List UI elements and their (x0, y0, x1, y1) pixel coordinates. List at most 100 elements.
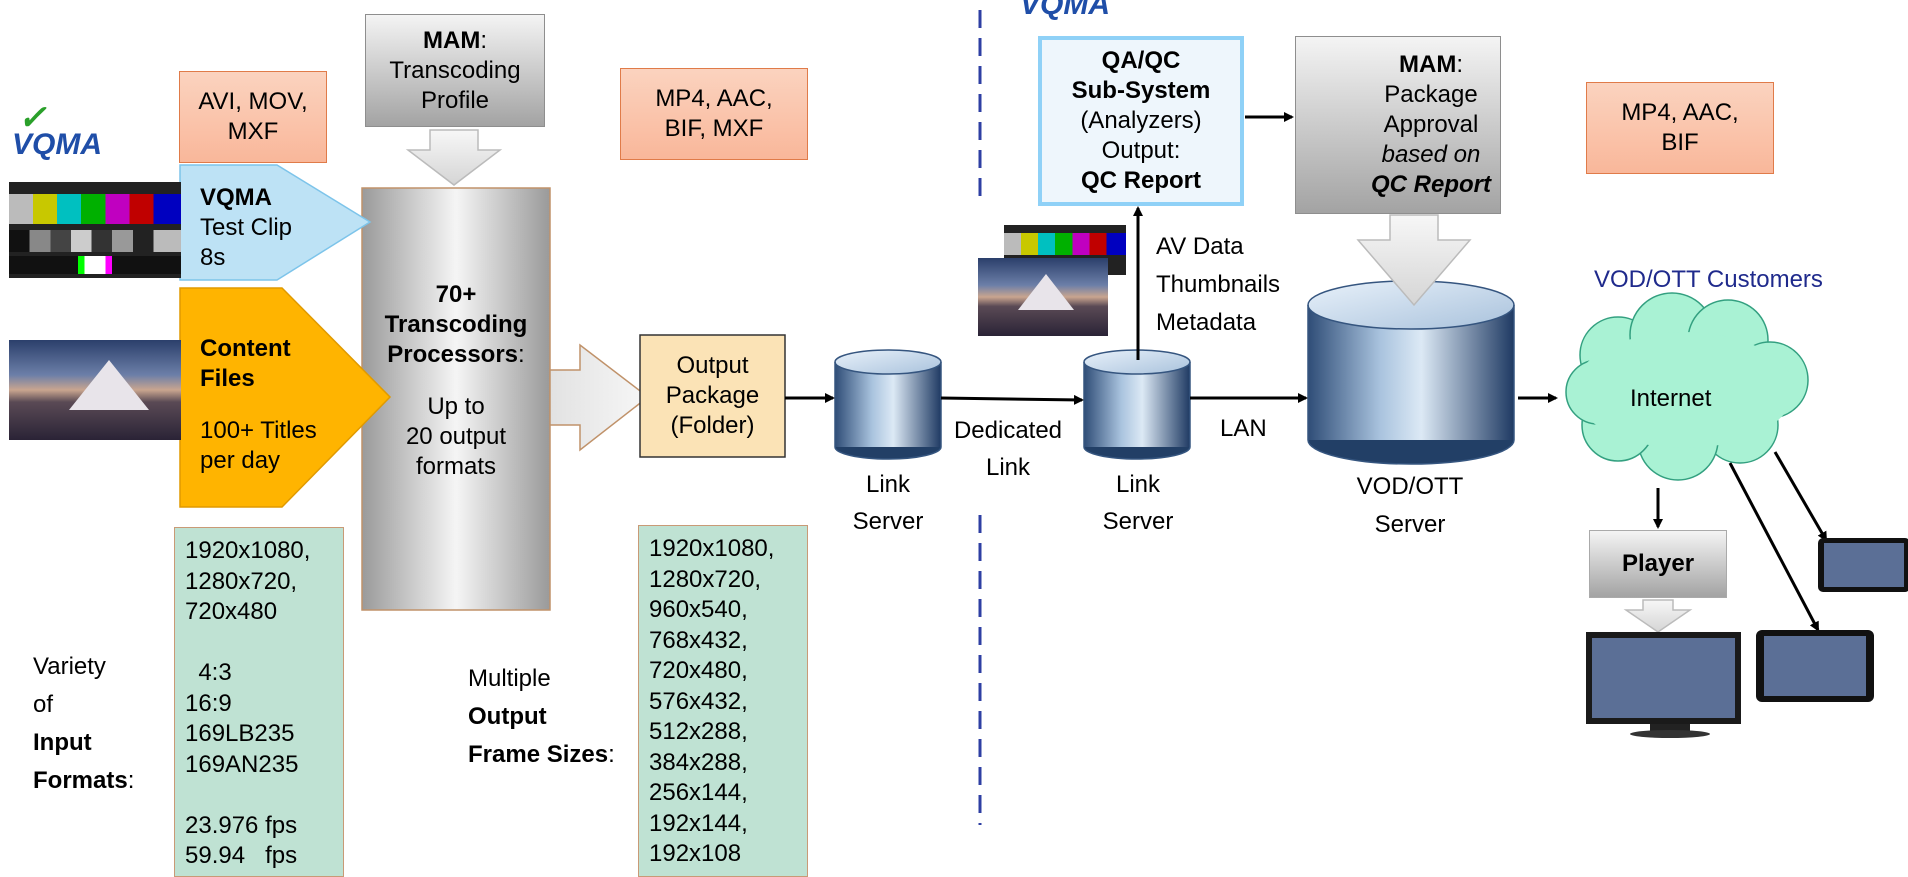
variety-line1: Variety (33, 653, 106, 680)
output-size-item: 1920x1080, (649, 535, 775, 562)
mam-transcoding-line3: Profile (420, 86, 490, 114)
input-spec-item: 59.94 fps (185, 842, 298, 869)
multiple-output-label: Multiple Output Frame Sizes: (468, 660, 615, 774)
approval-down-arrow (1356, 214, 1472, 307)
multiple-line2: Output (468, 703, 547, 730)
transcoder-line2: Transcoding (384, 311, 528, 338)
output-formats-right-line1: MP4, AAC, (1621, 99, 1739, 126)
output-package-line3: (Folder) (670, 412, 755, 439)
dedicated-link-line2: Link (985, 454, 1031, 481)
content-files-line3: 100+ Titles (200, 417, 317, 444)
mam-approval-line2: Package (1384, 81, 1478, 108)
input-spec-item (185, 780, 343, 811)
vqma-check-icon: ✓ (1026, 0, 1055, 6)
mam-approval-line4: based on (1381, 141, 1481, 168)
dedicated-link-label: Dedicated Link (948, 412, 1068, 486)
qaqc-line3: (Analyzers) (1080, 107, 1202, 134)
qaqc-line4: Output: (1101, 137, 1181, 164)
lan-label: LAN (1220, 415, 1267, 442)
dedicated-link-line1: Dedicated (953, 417, 1063, 444)
multiple-line1: Multiple (468, 665, 551, 692)
mountain-thumbnail-small (978, 258, 1108, 336)
vqma-logo-left: ✓ VQMA (12, 99, 102, 161)
output-package-label: Output Package (Folder) (640, 335, 785, 457)
mam-approval-line3: Approval (1383, 111, 1479, 138)
input-spec-item: 16:9 (185, 689, 232, 717)
output-formats-line2: BIF, MXF (664, 115, 764, 142)
mam-down-arrow (405, 129, 503, 186)
internet-label: Internet (1630, 385, 1712, 412)
player-box: Player (1589, 530, 1727, 598)
output-size-item: 576x432, (649, 687, 748, 715)
input-spec-item (185, 628, 343, 659)
color-bars-thumbnail (9, 182, 181, 278)
variety-label: Variety of Input Formats: (33, 648, 134, 800)
content-files-title2: Files (200, 365, 255, 392)
output-size-item: 512x288, (649, 718, 748, 745)
transcoder-output-arrow (549, 343, 650, 452)
mam-transcoding-line2: Transcoding (389, 56, 521, 84)
input-formats-line2: MXF (227, 118, 279, 145)
input-spec-item: 169LB235 (185, 720, 295, 747)
variety-line4: Formats: (33, 767, 135, 794)
output-size-item: 1280x720, (649, 565, 762, 593)
av-data-line3: Metadata (1156, 309, 1257, 336)
vod-server-cylinder (1307, 280, 1515, 465)
content-files-line4: per day (200, 447, 281, 474)
link-server-1-line2: Server (852, 508, 924, 535)
output-size-item: 192x144, (649, 809, 748, 837)
test-clip-title: VQMA (200, 184, 272, 211)
input-spec-item: 23.976 fps (185, 811, 298, 839)
link-server-1-label: Link Server (838, 466, 938, 540)
vod-server-label: VOD/OTT Server (1340, 468, 1480, 544)
av-data-line1: AV Data (1156, 233, 1244, 260)
output-size-item: 720x480, (649, 657, 748, 684)
transcoder-line6: formats (415, 453, 496, 480)
link-server-2-label: Link Server (1088, 466, 1188, 540)
transcoder-label: 70+ Transcoding Processors: Up to 20 out… (362, 280, 550, 500)
vod-customers-label: VOD/OTT Customers (1594, 266, 1823, 293)
content-files-title1: Content (200, 335, 291, 362)
player-label: Player (1621, 550, 1695, 577)
arrow-internet-to-phone (1773, 451, 1828, 542)
input-formats-line1: AVI, MOV, (198, 88, 308, 115)
output-size-item: 256x144, (649, 779, 748, 806)
arrow-internet-to-tablet (1728, 462, 1820, 632)
output-size-item: 768x432, (649, 626, 748, 654)
link-server-1-cylinder (834, 349, 942, 460)
output-package-box (639, 334, 786, 458)
input-spec-item: 1920x1080, (185, 537, 311, 564)
vod-server-line1: VOD/OTT (1356, 473, 1464, 500)
qaqc-subsystem-box: QA/QC Sub-System (Analyzers) Output: QC … (1038, 36, 1244, 206)
input-spec-item: 720x480 (185, 598, 278, 625)
output-formats-right-line2: BIF (1661, 129, 1699, 156)
vqma-check-icon: ✓ (18, 99, 47, 137)
test-clip-line3: 8s (200, 244, 226, 271)
content-files-label: Content Files 100+ Titles per day (200, 334, 317, 476)
arrow-server1-to-server2 (940, 394, 1084, 405)
multiple-line3: Frame Sizes: (468, 741, 615, 768)
output-formats-box: MP4, AAC, BIF, MXF (620, 68, 808, 160)
link-server-2-line2: Server (1102, 508, 1174, 535)
player-down-arrow (1623, 599, 1693, 633)
tablet-icon (1756, 630, 1874, 702)
tv-icon (1586, 632, 1741, 738)
av-data-line2: Thumbnails (1156, 271, 1281, 298)
qaqc-line2: Sub-System (1071, 77, 1211, 104)
output-formats-line1: MP4, AAC, (655, 85, 773, 112)
vod-server-line2: Server (1374, 511, 1446, 538)
link-server-1-line1: Link (865, 471, 911, 498)
transcoder-line1: 70+ (435, 281, 477, 308)
qaqc-line5: QC Report (1081, 167, 1201, 194)
input-spec-item: 169AN235 (185, 750, 299, 778)
mam-approval-box: MAM: Package Approval based on QC Report (1295, 36, 1501, 214)
input-spec-item: 1280x720, (185, 567, 298, 595)
link-server-2-cylinder (1083, 349, 1191, 460)
vqma-logo-right: ✓ VQMA (1020, 0, 1110, 22)
output-package-line2: Package (665, 382, 760, 409)
output-size-item: 384x288, (649, 748, 748, 776)
variety-line3: Input (33, 729, 92, 756)
mam-approval-line5: QC Report (1371, 171, 1491, 198)
